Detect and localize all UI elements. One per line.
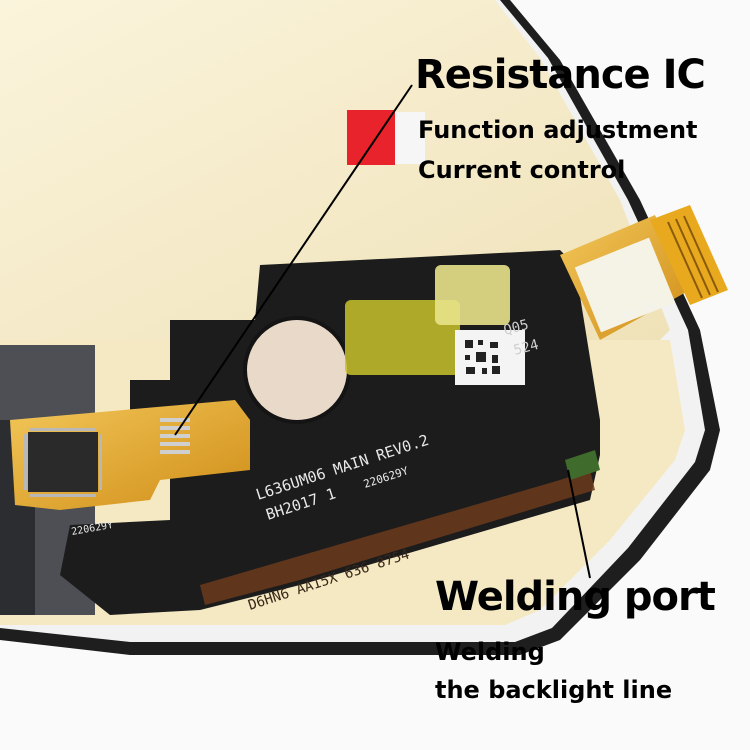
welding-port-line1: Welding (435, 638, 545, 666)
tape-block-main (345, 300, 460, 375)
resistance-ic-line2: Current control (418, 156, 626, 184)
qr-code-icon (465, 340, 500, 374)
welding-port-title: Welding port (435, 574, 716, 620)
resistance-ic-line1: Function adjustment (418, 116, 698, 144)
round-cutout (245, 318, 349, 422)
ribbon-white-band (574, 237, 676, 333)
resistance-ic-title: Resistance IC (415, 52, 706, 98)
red-tab (347, 110, 395, 165)
red-tab-white (395, 112, 425, 164)
tape-block-top (435, 265, 510, 325)
board-connector (650, 205, 728, 305)
pin-label-40: 40 (622, 310, 635, 321)
resistance-ic-chip (28, 432, 98, 492)
sticker-code-2: 524 (512, 337, 541, 359)
resistance-leader-line (174, 84, 413, 436)
connector-pins (667, 215, 719, 299)
welding-port-line2: the backlight line (435, 676, 673, 704)
welding-leader-line (567, 469, 591, 579)
pin-label-39: 39 (646, 302, 659, 313)
backlight-weld (565, 450, 600, 480)
connector-pin-labels: 2 1 40 39 (600, 254, 659, 321)
resistor-array (160, 418, 190, 454)
sticker-code-1: Q05 (502, 317, 531, 339)
pin-label-1: 1 (623, 254, 629, 265)
pin-label-2: 2 (600, 262, 606, 273)
backlight-traces (200, 470, 595, 605)
ic-pins (24, 428, 102, 497)
